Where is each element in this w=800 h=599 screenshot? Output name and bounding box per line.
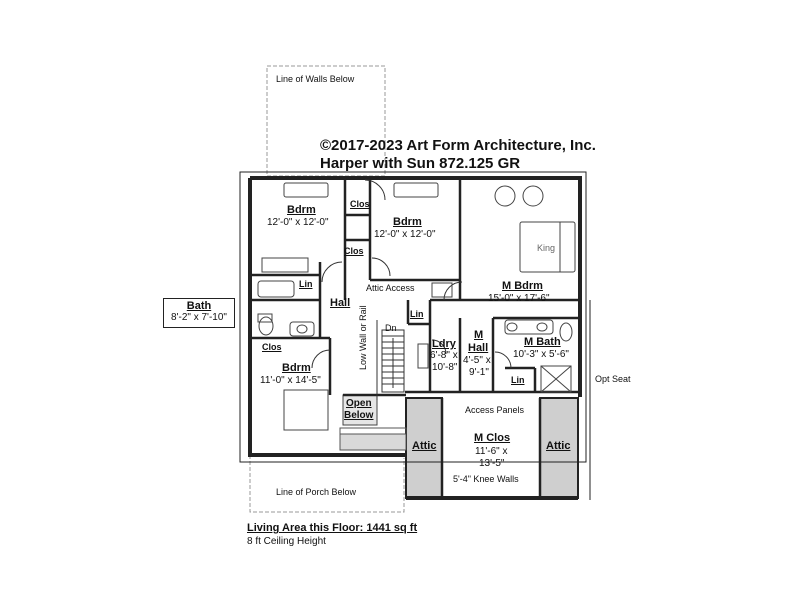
mhall-dims1: 4'-5" x xyxy=(463,355,491,366)
stair xyxy=(376,320,405,400)
clos3-name: Clos xyxy=(262,342,282,352)
mbath-dims: 10'-3" x 5'-6" xyxy=(513,349,569,360)
mbath-name: M Bath xyxy=(524,336,561,348)
ldry-dims1: 6'-8" x xyxy=(430,350,458,361)
ceiling-height: 8 ft Ceiling Height xyxy=(247,536,326,547)
bath-callout: Bath 8'-2" x 7'-10" xyxy=(163,298,235,328)
mclos-dims2: 13'-5" xyxy=(479,458,505,469)
fixtures xyxy=(257,182,576,431)
access-panels-note: Access Panels xyxy=(465,405,525,415)
mbdrm-dims: 15'-0" x 17'-6" xyxy=(488,293,550,304)
ldry-name: Ldry xyxy=(432,338,456,350)
porch-roof-shade xyxy=(339,433,407,451)
exterior-walls xyxy=(248,176,582,500)
living-area: Living Area this Floor: 1441 sq ft xyxy=(247,522,418,534)
lin1-name: Lin xyxy=(299,279,313,289)
bdrm2-name: Bdrm xyxy=(393,216,422,228)
mhall-name2: Hall xyxy=(468,342,489,354)
bath-name: Bath xyxy=(186,300,212,312)
bdrm1-dims: 12'-0" x 12'-0" xyxy=(267,217,329,228)
bdrm3-name: Bdrm xyxy=(282,362,311,374)
plan-name: Harper with Sun 872.125 GR xyxy=(320,155,521,172)
mbdrm-name: M Bdrm xyxy=(502,280,543,292)
mclos-dims1: 11'-6" x xyxy=(475,446,508,457)
mclos-name: M Clos xyxy=(474,432,511,444)
clos1-name: Clos xyxy=(350,199,370,209)
king-bed-note: King xyxy=(537,243,556,253)
door-swings xyxy=(311,179,512,369)
attic-access-note: Attic Access xyxy=(366,283,415,293)
porch-below-note: Line of Porch Below xyxy=(276,487,357,497)
attic-left-name: Attic xyxy=(412,440,437,452)
clos2-name: Clos xyxy=(344,246,364,256)
porch-below-outline xyxy=(249,455,405,513)
mhall-dims2: 9'-1" xyxy=(469,367,489,378)
open-below-name2: Below xyxy=(344,410,374,421)
rail xyxy=(339,427,407,435)
copyright-text: ©2017-2023 Art Form Architecture, Inc. xyxy=(320,137,596,154)
low-wall-note: Low Wall or Rail xyxy=(358,305,368,370)
interior-walls xyxy=(252,180,580,498)
ldry-dims2: 10'-8" xyxy=(432,362,458,373)
bdrm3-dims: 11'-0" x 14'-5" xyxy=(260,375,321,386)
lin3-name: Lin xyxy=(511,375,525,385)
knee-walls-note: 5'-4" Knee Walls xyxy=(453,474,519,484)
hall-name: Hall xyxy=(330,297,351,309)
opt-seat-note: Opt Seat xyxy=(595,374,631,384)
stair-dn-note: Dn xyxy=(385,323,397,333)
walls-below-note: Line of Walls Below xyxy=(276,74,355,84)
mhall-name1: M xyxy=(474,329,484,341)
attic-right-name: Attic xyxy=(546,440,571,452)
open-below-name1: Open xyxy=(346,398,372,409)
bath-dims: 8'-2" x 7'-10" xyxy=(171,312,227,323)
lin2-name: Lin xyxy=(410,309,424,319)
bdrm1-name: Bdrm xyxy=(287,204,316,216)
bdrm2-dims: 12'-0" x 12'-0" xyxy=(374,229,436,240)
